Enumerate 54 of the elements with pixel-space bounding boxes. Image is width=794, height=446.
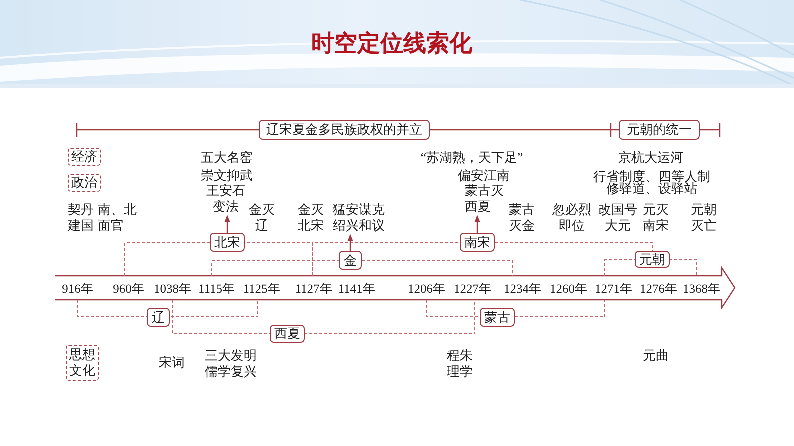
event-text: 改国号大元 bbox=[598, 202, 638, 234]
event-text: 宋词 bbox=[159, 355, 185, 371]
year-label: 1141年 bbox=[338, 281, 376, 297]
event-text: 南、北面官 bbox=[98, 202, 138, 234]
title: 时空定位线索化 bbox=[312, 31, 472, 57]
event-text: 绍兴和议 bbox=[333, 218, 385, 234]
category-box: 思想文化 bbox=[66, 345, 99, 381]
event-text: “苏湖熟，天下足” bbox=[420, 151, 524, 165]
event-text: 行省制度、四等人制 bbox=[594, 170, 710, 182]
event-text: 五大名窑 bbox=[201, 151, 253, 165]
year-label: 1276年 bbox=[640, 281, 678, 297]
year-label: 1260年 bbox=[550, 281, 588, 297]
event-text: 王安石变法 bbox=[205, 183, 247, 215]
period-box: 辽宋夏金多民族政权的并立 bbox=[259, 120, 430, 140]
dynasty-box: 南宋 bbox=[460, 233, 495, 252]
period-box: 元朝的统一 bbox=[619, 120, 700, 140]
event-text: 金灭北宋 bbox=[297, 202, 325, 234]
event-text: 蒙古灭金 bbox=[508, 202, 536, 234]
event-text: 金灭辽 bbox=[248, 202, 276, 234]
category-box: 经济 bbox=[68, 148, 101, 166]
year-label: 916年 bbox=[62, 281, 94, 297]
year-label: 960年 bbox=[113, 281, 145, 297]
event-text: 元朝灭亡 bbox=[690, 202, 718, 234]
dynasty-box: 西夏 bbox=[270, 325, 305, 343]
arrow bbox=[224, 215, 230, 233]
event-text: 修驿道、设驿站 bbox=[606, 182, 698, 195]
year-label: 1234年 bbox=[504, 281, 542, 297]
dynasty-box: 北宋 bbox=[210, 233, 245, 252]
dynasty-box: 辽 bbox=[147, 308, 170, 327]
year-label: 1115年 bbox=[198, 281, 236, 297]
event-text: 程朱理学 bbox=[446, 348, 474, 380]
year-label: 1038年 bbox=[154, 281, 192, 297]
dynasty-box: 元朝 bbox=[635, 251, 670, 268]
year-label: 1206年 bbox=[408, 281, 446, 297]
year-label: 1125年 bbox=[243, 281, 281, 297]
arrow bbox=[348, 234, 354, 251]
dynasty-box: 蒙古 bbox=[480, 308, 515, 327]
year-label: 1271年 bbox=[595, 281, 633, 297]
event-text: 偏安江南 bbox=[458, 169, 510, 183]
year-label: 1227年 bbox=[454, 281, 492, 297]
event-text: 元灭南宋 bbox=[642, 202, 670, 234]
event-text: 儒学复兴 bbox=[205, 364, 257, 380]
event-text: 契丹建国 bbox=[68, 202, 95, 234]
year-label: 1127年 bbox=[295, 281, 333, 297]
dynasty-box: 金 bbox=[339, 251, 362, 270]
event-text: 元曲 bbox=[643, 348, 669, 364]
arrow bbox=[474, 215, 480, 233]
event-text: 忽必烈即位 bbox=[552, 202, 592, 234]
category-box: 政治 bbox=[68, 174, 101, 192]
year-label: 1368年 bbox=[683, 281, 721, 297]
event-text: 崇文抑武 bbox=[201, 169, 253, 183]
event-text: 猛安谋克 bbox=[333, 202, 385, 218]
event-text: 三大发明 bbox=[205, 348, 257, 364]
event-text: 蒙古灭西夏 bbox=[465, 183, 507, 215]
